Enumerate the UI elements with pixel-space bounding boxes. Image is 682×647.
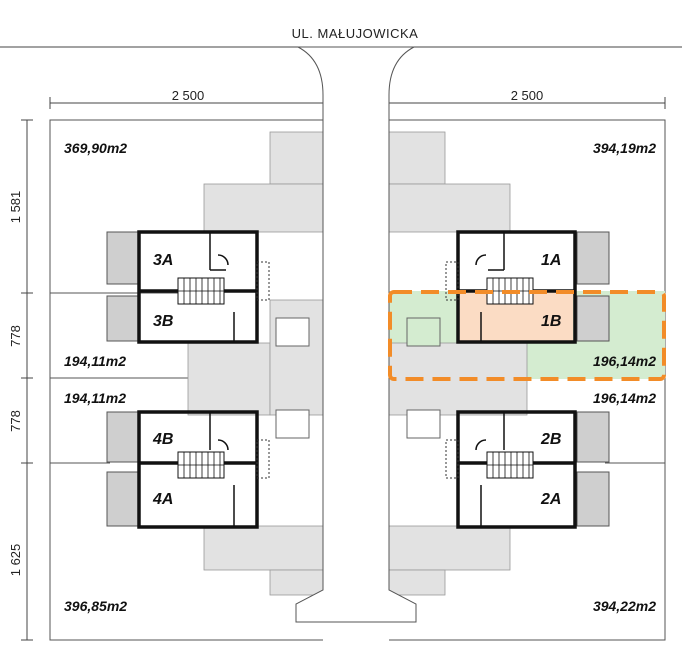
dim-left-3: 778	[8, 410, 23, 432]
plot-area-1a: 394,19m2	[593, 140, 656, 156]
highlight-outline-1b	[388, 290, 666, 381]
dim-top-left: 2 500	[172, 88, 205, 103]
stair-treads	[178, 278, 533, 478]
entrances	[256, 261, 459, 479]
parking-1b	[406, 317, 441, 347]
left-dimension	[21, 119, 33, 641]
plot-area-3a: 369,90m2	[64, 140, 127, 156]
dim-left-2: 778	[8, 325, 23, 347]
parking-spots	[275, 317, 441, 439]
unit-label-2b: 2B	[540, 431, 561, 448]
unit-label-1a: 1A	[541, 252, 561, 269]
plot-area-2b: 196,14m2	[593, 390, 656, 406]
carports	[106, 231, 610, 527]
unit-label-4b: 4B	[152, 431, 173, 448]
dim-left-4: 1 625	[8, 544, 23, 577]
plot-area-4b: 194,11m2	[64, 390, 126, 406]
dim-left-1: 1 581	[8, 191, 23, 224]
paving	[187, 131, 528, 596]
unit-label-1b: 1B	[541, 313, 561, 330]
unit-label-3a: 3A	[153, 252, 173, 269]
unit-label-4a: 4A	[152, 491, 173, 508]
plot-area-2a: 394,22m2	[593, 598, 656, 614]
plot-area-3b: 194,11m2	[64, 353, 126, 369]
plot-area-4a: 396,85m2	[64, 598, 127, 614]
plot-area-1b: 196,14m2	[593, 353, 656, 369]
interior-details	[209, 232, 505, 527]
unit-label-3b: 3B	[153, 313, 173, 330]
dim-top-right: 2 500	[511, 88, 544, 103]
street-name: UL. MAŁUJOWICKA	[292, 26, 419, 41]
unit-label-2a: 2A	[540, 491, 561, 508]
